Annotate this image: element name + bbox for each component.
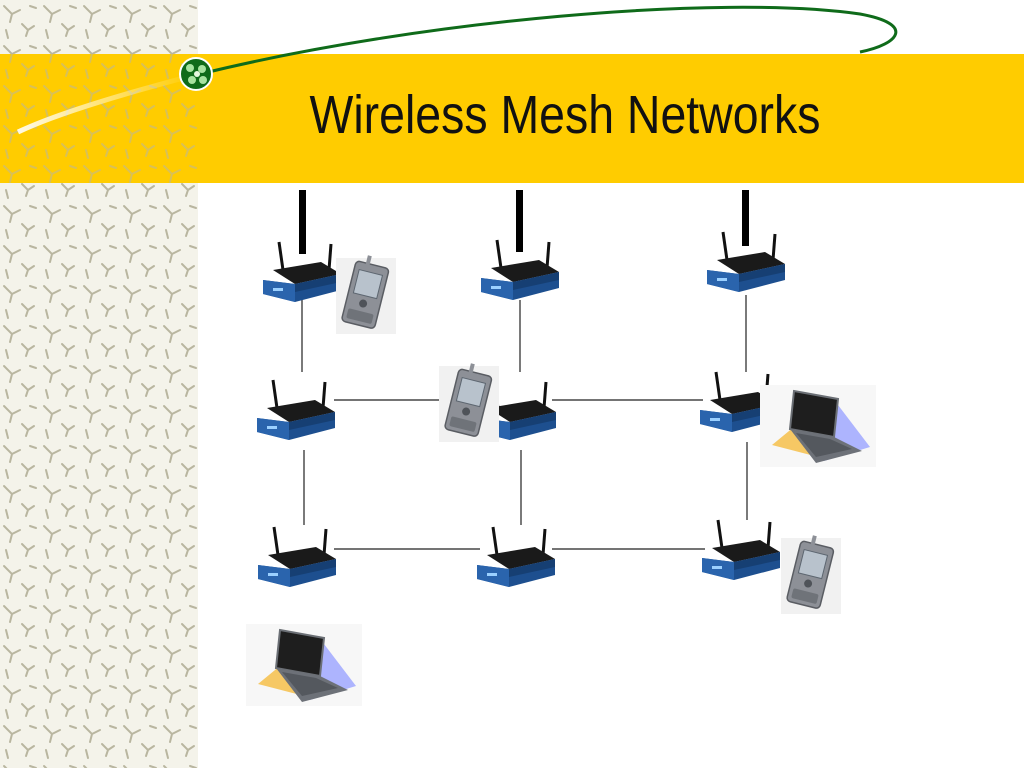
slide-title: Wireless Mesh Networks bbox=[309, 85, 821, 145]
wireless-router-icon bbox=[475, 525, 557, 589]
wireless-router-icon bbox=[700, 518, 782, 582]
laptop-icon bbox=[759, 384, 877, 468]
side-pattern-band-tint bbox=[0, 54, 198, 183]
pda-phone-icon bbox=[438, 360, 500, 443]
light-beam bbox=[16, 72, 196, 135]
pda-phone-icon bbox=[335, 252, 397, 335]
wireless-router-icon bbox=[256, 525, 338, 589]
pda-phone-icon bbox=[780, 532, 842, 615]
ornament-icon bbox=[179, 57, 213, 91]
swoosh-line bbox=[199, 5, 898, 76]
uplink-antenna-bars bbox=[299, 190, 749, 254]
mesh-links bbox=[301, 295, 748, 550]
wireless-router-icon bbox=[255, 378, 337, 442]
laptop-icon bbox=[245, 623, 363, 707]
